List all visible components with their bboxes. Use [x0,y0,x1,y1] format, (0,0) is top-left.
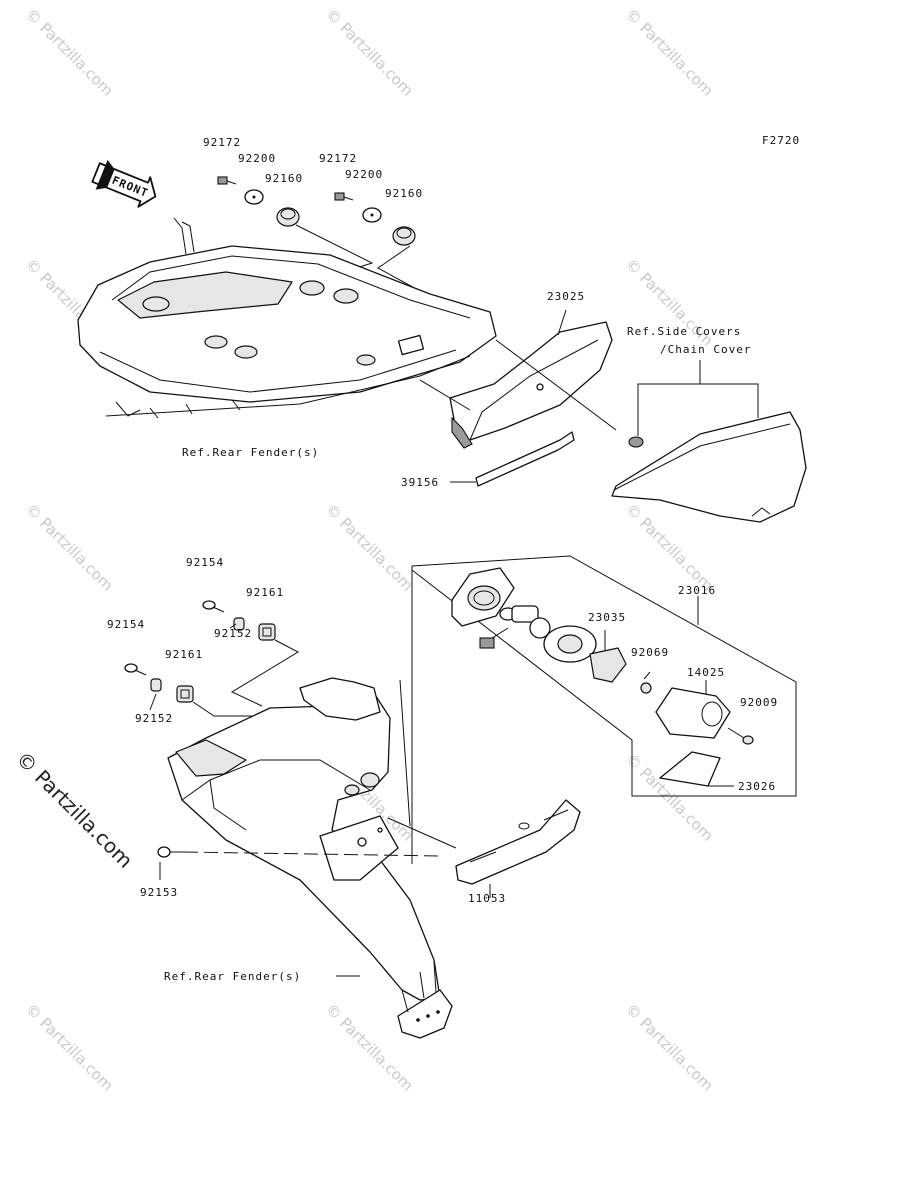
callout-ref-rear-fender-top: Ref.Rear Fender(s) [182,446,319,459]
bolt-92153 [157,846,184,858]
callout-ref-rear-fender-bottom: Ref.Rear Fender(s) [164,970,301,983]
rear-fender-frame [77,217,497,419]
socket-ring [543,625,597,663]
watermark: © Partzilla.com [322,5,417,100]
callout-92069: 92069 [631,646,669,659]
callout-92172-right: 92172 [319,152,357,165]
callout-92152-upper: 92152 [214,627,252,640]
lamp-housing [451,567,515,627]
callout-92200-right: 92200 [345,168,383,181]
screw-92172-right [334,192,354,201]
callout-92009: 92009 [740,696,778,709]
callout-92200-left: 92200 [238,152,276,165]
callout-23026: 23026 [738,780,776,793]
callout-ref-side-covers: Ref.Side Covers [627,325,741,338]
watermark: © Partzilla.com [622,1000,717,1095]
callout-92160-right: 92160 [385,187,423,200]
callout-11053: 11053 [468,892,506,905]
figure-code: F2720 [762,134,800,147]
callout-23016: 23016 [678,584,716,597]
washer-92200-right [362,207,382,223]
grommet-92161-lower [176,685,194,703]
callout-92161-lower: 92161 [165,648,203,661]
screw-92009 [727,727,754,745]
watermark-side: © Partzilla.com [11,747,137,873]
watermark: © Partzilla.com [622,5,717,100]
collar-92152-upper [233,617,245,631]
callout-92161-upper: 92161 [246,586,284,599]
callout-23025: 23025 [547,290,585,303]
callout-39156: 39156 [401,476,439,489]
connector-23035 [589,630,627,683]
rear-fender-lower [167,677,453,1039]
bolt-92154-lower [124,663,147,676]
side-cover [611,411,807,523]
callout-ref-chain-cover: /Chain Cover [660,343,751,356]
callout-92152-lower: 92152 [135,712,173,725]
grommet-92160-left [276,207,300,227]
lens-14025 [655,680,731,739]
watermark: © Partzilla.com [622,500,717,595]
watermark: © Partzilla.com [22,1000,117,1095]
callout-14025: 14025 [687,666,725,679]
watermark: © Partzilla.com [22,500,117,595]
strip-39156 [475,431,575,487]
callout-92154-lower: 92154 [107,618,145,631]
watermark: © Partzilla.com [22,5,117,100]
cover-23026 [659,751,721,787]
bulb-socket [479,605,551,649]
bulb-92069 [640,671,652,694]
callout-92153: 92153 [140,886,178,899]
collar-92152-lower [150,678,162,692]
callout-23035: 23035 [588,611,626,624]
callout-92160-left: 92160 [265,172,303,185]
watermark: © Partzilla.com [322,500,417,595]
bolt-92154-upper [202,600,225,613]
callout-92154-upper: 92154 [186,556,224,569]
callout-92172-left: 92172 [203,136,241,149]
washer-92200-left [244,189,264,205]
grommet-92161-upper [258,623,276,641]
front-arrow: FRONT [91,159,157,208]
bracket-11053 [455,799,581,885]
assembly-23016-box [411,555,797,797]
grommet-92160-right [392,226,416,246]
screw-92172-left [217,176,237,185]
